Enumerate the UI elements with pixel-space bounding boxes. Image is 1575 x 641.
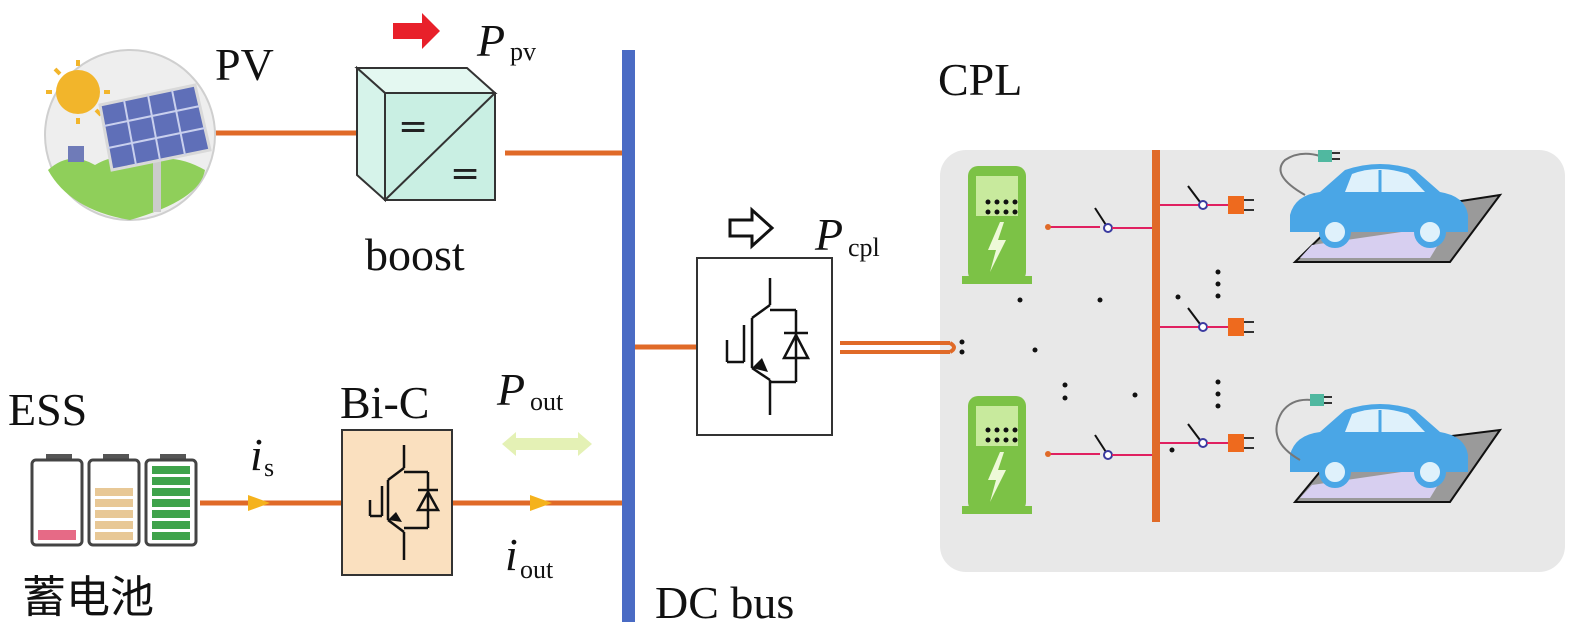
dc-bus: [622, 50, 635, 622]
boost-input-symbol: =: [398, 106, 428, 147]
car-icon: [1290, 404, 1503, 503]
boost-label: boost: [365, 229, 465, 280]
outlet-row-2: [1160, 307, 1254, 336]
power-arrow-pv: [393, 13, 440, 49]
cpl-distribution-bus: [1152, 150, 1160, 522]
boost-output-symbol: =: [450, 153, 480, 194]
power-arrow-pout: [502, 432, 592, 456]
p-cpl-sub: cpl: [848, 233, 880, 262]
p-pv-main: P: [476, 15, 505, 66]
p-cpl-main: P: [814, 209, 843, 260]
charger-icon: [962, 396, 1032, 514]
current-arrow-is: [248, 495, 270, 511]
ess-label: ESS: [8, 384, 87, 435]
plug-icon: [1318, 150, 1340, 162]
p-out-main: P: [496, 364, 525, 415]
p-pv-sub: pv: [510, 37, 536, 66]
charging-cable-top: [1279, 152, 1321, 196]
igbt-switch-icon: [368, 445, 441, 560]
car-icon: [1290, 164, 1503, 263]
ellipsis-dots: [959, 269, 1221, 453]
battery-icon: [87, 454, 141, 547]
charger-icon: [962, 166, 1032, 284]
bic-label: Bi-C: [340, 377, 429, 428]
solar-panel-icon: [44, 49, 216, 221]
cpl-converter: [696, 257, 833, 436]
charging-cable-bottom: [1275, 398, 1313, 461]
charger-link-bottom: [1045, 434, 1152, 460]
battery-icon: [30, 454, 84, 547]
plug-icon: [1228, 434, 1254, 452]
i-out-main: i: [505, 529, 518, 580]
p-out-sub: out: [530, 387, 564, 416]
cpl-feeder: [840, 341, 956, 354]
battery-cn-label: 蓄电池: [22, 572, 154, 623]
i-s-main: i: [250, 429, 263, 480]
plug-icon: [1310, 394, 1332, 406]
power-arrow-cpl: [728, 206, 775, 250]
battery-icon: [144, 454, 198, 547]
igbt-switch-icon: [725, 278, 811, 415]
pv-label: PV: [215, 39, 274, 90]
outlet-row-1: [1160, 185, 1254, 214]
boost-converter: = =: [354, 65, 498, 203]
outlet-row-3: [1160, 423, 1254, 452]
current-arrow-iout: [530, 495, 552, 511]
plug-icon: [1228, 318, 1254, 336]
bic-converter: [341, 429, 453, 576]
i-out-sub: out: [520, 555, 554, 584]
cpl-label: CPL: [938, 54, 1022, 105]
i-s-sub: s: [264, 453, 274, 482]
plug-icon: [1228, 196, 1254, 214]
dc-bus-label: DC bus: [655, 577, 794, 628]
charger-link-top: [1045, 207, 1152, 233]
